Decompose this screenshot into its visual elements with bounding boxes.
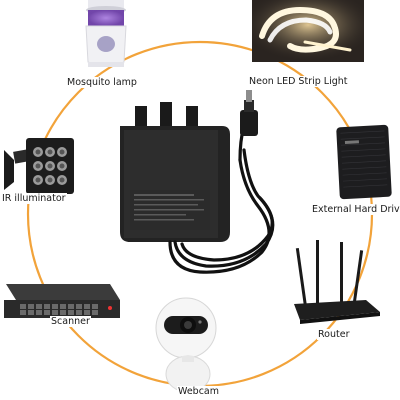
label-ir-illuminator: IR illuminator	[1, 193, 67, 204]
label-external-hard-drive: External Hard Driv	[311, 204, 400, 215]
label-scanner: Scanner	[50, 316, 91, 327]
label-neon-led-strip-light: Neon LED Strip Light	[248, 76, 349, 87]
power-adapter-image	[120, 90, 275, 274]
label-router: Router	[317, 329, 351, 340]
webcam-image	[155, 297, 217, 393]
label-webcam: Webcam	[177, 386, 221, 397]
label-mosquito-lamp: Mosquito lamp	[66, 77, 138, 88]
mosquito-lamp-image	[85, 0, 127, 67]
ir-illuminator-image	[4, 138, 74, 194]
neon-led-strip-image	[252, 0, 364, 62]
external-hard-drive-image	[336, 124, 392, 200]
scanner-image	[4, 284, 120, 318]
router-image	[294, 240, 380, 324]
